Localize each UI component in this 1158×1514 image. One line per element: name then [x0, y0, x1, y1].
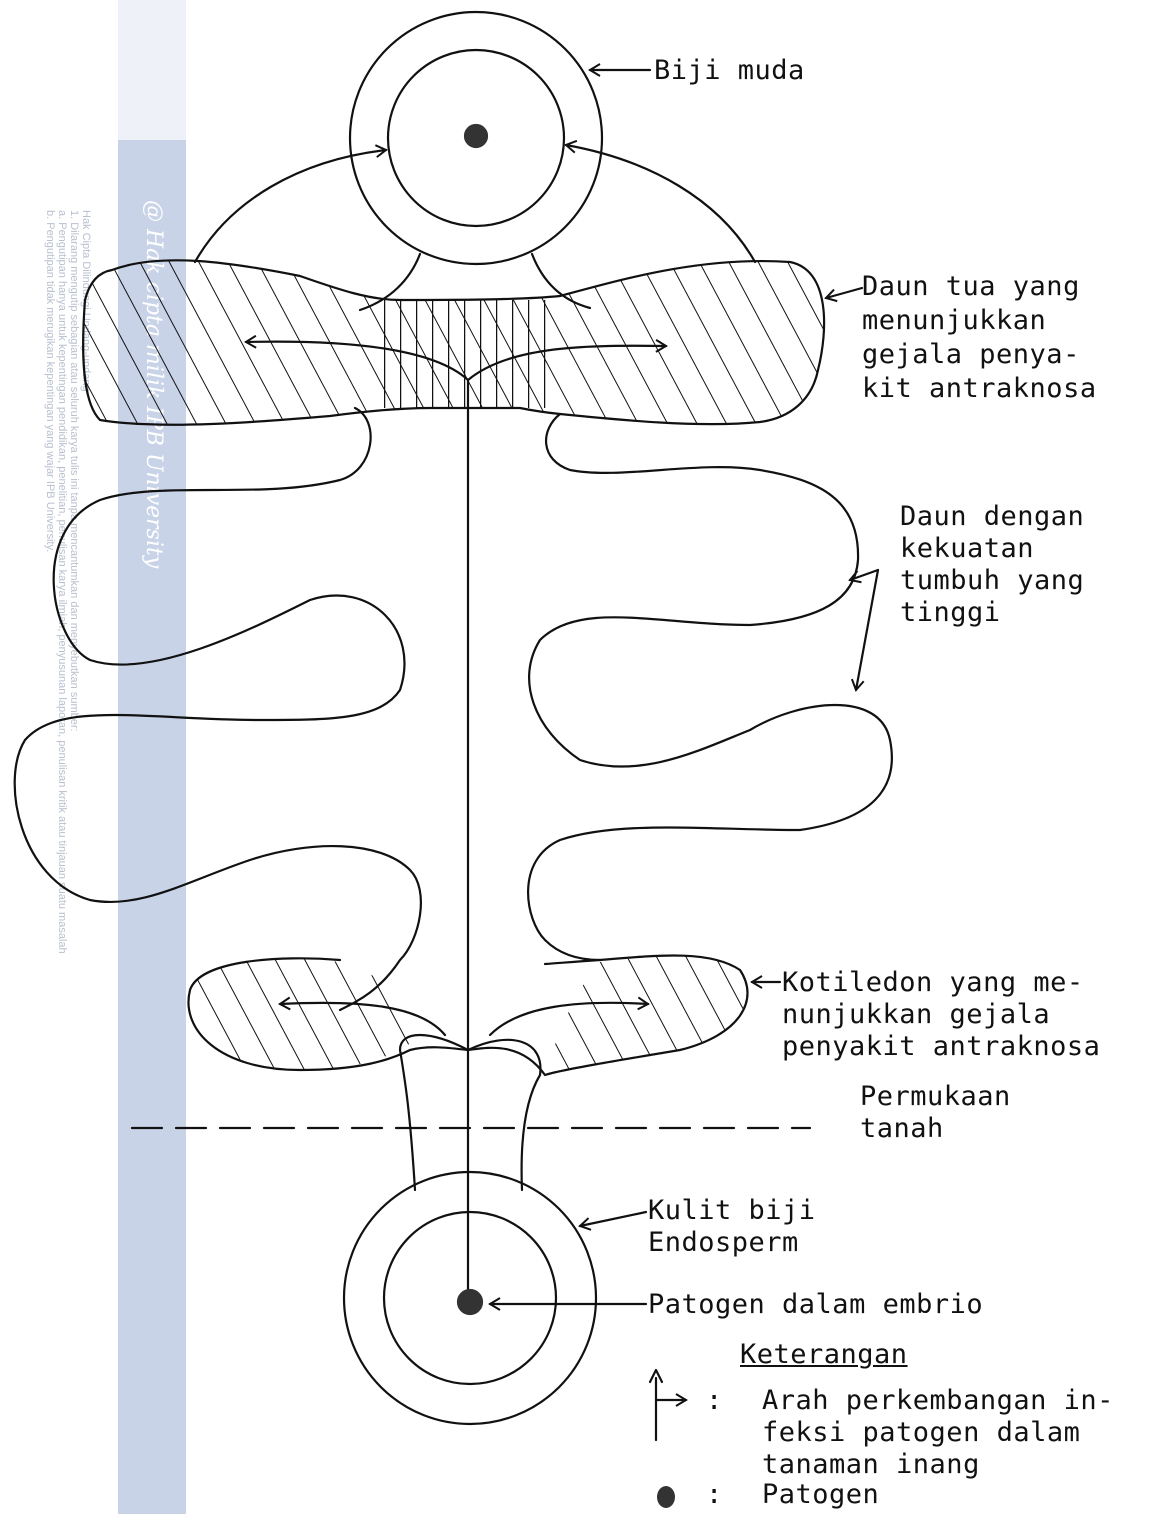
legend-dot-icon [657, 1486, 675, 1508]
legend-text-1c: tanaman inang [762, 1450, 980, 1480]
left-leaves [15, 408, 421, 1010]
label-daun-kuat-4: tinggi [900, 598, 1001, 628]
label-daun-tua-4: kit antraknosa [862, 374, 1097, 404]
legend-arrow-icon [650, 1370, 686, 1440]
leader-kulit [580, 1212, 646, 1226]
label-daun-tua-1: Daun tua yang [862, 272, 1080, 302]
label-daun-kuat-2: kekuatan [900, 534, 1034, 564]
legend-text-1a: Arah perkembangan in- [762, 1386, 1114, 1416]
label-kulit-1: Kulit biji [648, 1196, 816, 1226]
label-daun-tua-3: gejala penya- [862, 340, 1080, 370]
legend-text-1b: feksi patogen dalam [762, 1418, 1080, 1448]
label-kulit-2: Endosperm [648, 1228, 799, 1258]
legend-text-2: Patogen [762, 1480, 879, 1510]
bottom-seed [344, 1172, 596, 1424]
label-daun-kuat-1: Daun dengan [900, 502, 1084, 532]
label-kotiledon-2: nunjukkan gejala [782, 1000, 1050, 1030]
label-daun-kuat-3: tumbuh yang [900, 566, 1084, 596]
label-daun-tua-2: menunjukkan [862, 306, 1046, 336]
pathogen-dot-bottom [458, 1290, 482, 1314]
leader-daun-kuat-2 [856, 570, 878, 690]
legend-separator-2: : [706, 1480, 723, 1510]
legend-separator-1: : [706, 1386, 723, 1416]
label-permukaan-1: Permukaan [860, 1082, 1011, 1112]
legend-title: Keterangan [740, 1340, 908, 1370]
label-biji-muda: Biji muda [654, 56, 805, 86]
label-permukaan-2: tanah [860, 1114, 944, 1144]
right-leaves [528, 414, 892, 960]
old-leaf-infected [83, 260, 824, 424]
pathogen-dot-top [465, 125, 487, 147]
label-kotiledon-3: penyakit antraknosa [782, 1032, 1100, 1062]
label-kotiledon-1: Kotiledon yang me- [782, 968, 1084, 998]
label-patogen-embrio: Patogen dalam embrio [648, 1290, 983, 1320]
leader-daun-tua [826, 288, 862, 298]
